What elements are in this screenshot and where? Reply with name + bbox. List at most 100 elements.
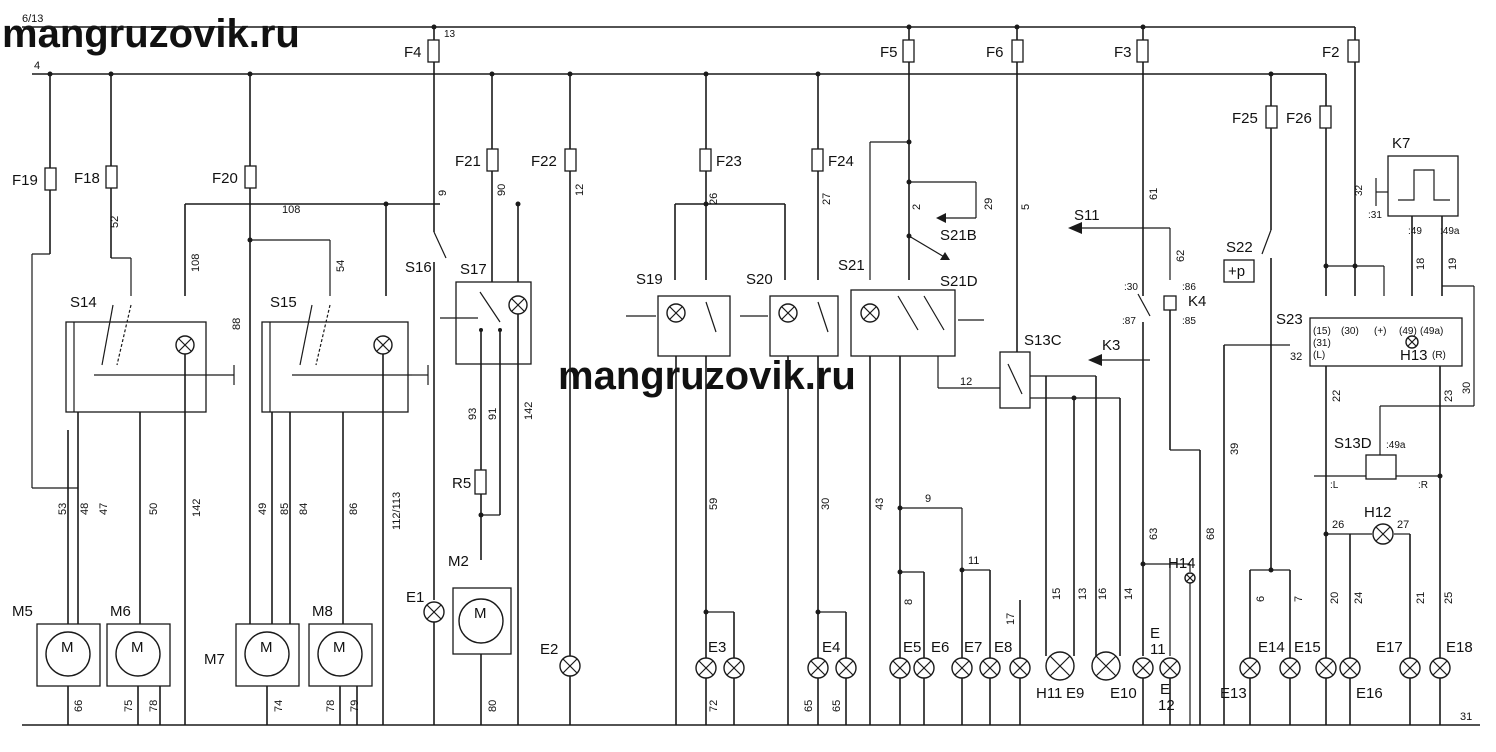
wire-24-label: 24 xyxy=(1353,592,1365,604)
fuse-f19-label: F19 xyxy=(12,172,38,189)
wire-68-label: 68 xyxy=(1205,528,1217,540)
wire-86-label: 86 xyxy=(348,503,360,515)
wire-62-label: 62 xyxy=(1175,250,1187,262)
wire-66-label: 66 xyxy=(73,700,85,712)
lighting-switch-s21: 2 29 S21B S21D S21 43 12 5 S13C xyxy=(838,27,1137,725)
resistor-r5 xyxy=(474,469,487,495)
wire-12-label-a: 12 xyxy=(574,184,586,196)
relay-k7-body xyxy=(1387,155,1459,217)
wire-78-label-a: 78 xyxy=(148,700,160,712)
e10-label: E10 xyxy=(1110,685,1137,702)
rail-label-ground: 31 xyxy=(1460,711,1472,723)
heater-fan-circuit: 9 S16 E1 90 S17 93 91 142 R5 M M2 80 xyxy=(405,27,535,725)
switch-s22-box xyxy=(1223,259,1255,283)
h13-pin-L: (L) xyxy=(1313,350,1325,361)
fuse-f2-label: F2 xyxy=(1322,44,1340,61)
wire-5-label: 5 xyxy=(1020,204,1032,210)
wire-32-label: 32 xyxy=(1290,351,1302,363)
wire-15-label: 15 xyxy=(1051,588,1063,600)
wire-9-label-a: 9 xyxy=(437,190,449,196)
supply-rails: 6/13 4 31 xyxy=(22,13,1480,726)
s23-label: S23 xyxy=(1276,311,1303,328)
wire-26-label-b: 26 xyxy=(1332,519,1344,531)
fuse-f22 xyxy=(564,148,577,172)
rail-label-second: 4 xyxy=(34,60,40,72)
s13c-label: S13C xyxy=(1024,332,1062,349)
e2-label: E2 xyxy=(540,641,558,658)
fuse-f20-label: F20 xyxy=(212,170,238,187)
wire-29-label: 29 xyxy=(983,198,995,210)
fuse-f21 xyxy=(486,148,499,172)
wire-52-label: 52 xyxy=(109,216,121,228)
s11-label: S11 xyxy=(1074,207,1100,224)
s13d-label: S13D xyxy=(1334,435,1372,452)
wire-85-label: 85 xyxy=(279,503,291,515)
fuse-f24-label: F24 xyxy=(828,153,854,170)
m2-letter: M xyxy=(474,605,487,622)
fuse-f23-label: F23 xyxy=(716,153,742,170)
k4-pin-30: :30 xyxy=(1124,282,1138,293)
h13-pin-15: (15) xyxy=(1313,326,1331,337)
wiper-circuit-s15: S15 108 88 54 49 85 84 86 112/113 M M7 M… xyxy=(204,74,429,725)
e6-label: E6 xyxy=(931,639,949,656)
wire-90-label: 90 xyxy=(496,184,508,196)
lamp-e2-circuit: 12 E2 xyxy=(540,74,586,725)
e16-label: E16 xyxy=(1356,685,1383,702)
rail-label-top: 6/13 xyxy=(22,13,43,25)
wire-27-label: 27 xyxy=(821,193,833,205)
switch-s13d-body xyxy=(1365,454,1397,480)
m8-letter: M xyxy=(333,639,346,656)
wire-75-label: 75 xyxy=(123,700,135,712)
h13-pin-plus: (+) xyxy=(1374,326,1387,337)
fuse-f20 xyxy=(244,165,257,189)
fuse-f3 xyxy=(1136,39,1149,63)
k4-pin-87: :87 xyxy=(1122,316,1136,327)
wire-49-label: 49 xyxy=(257,503,269,515)
e4-label: E4 xyxy=(822,639,840,656)
wire-30-label-a: 30 xyxy=(820,498,832,510)
wire-61-label: 61 xyxy=(1148,188,1160,200)
wire-59-label: 59 xyxy=(708,498,720,510)
e17-label: E17 xyxy=(1376,639,1403,656)
s13d-pin-49a: :49a xyxy=(1386,440,1406,451)
fuse-f26-label: F26 xyxy=(1286,110,1312,127)
switch-s17-body xyxy=(455,281,532,365)
h13-pin-49: (49) xyxy=(1399,326,1417,337)
fuse-f25 xyxy=(1265,105,1278,129)
s21b-label: S21B xyxy=(940,227,977,244)
s15-label: S15 xyxy=(270,294,297,311)
wire-23-label: 23 xyxy=(1443,390,1455,402)
e14-label: E14 xyxy=(1258,639,1285,656)
fuse-f6-label: F6 xyxy=(986,44,1004,61)
e9-label: E9 xyxy=(1066,685,1084,702)
switch-s21-body xyxy=(850,289,956,357)
k4-pin-86: :86 xyxy=(1182,282,1196,293)
s21-label: S21 xyxy=(838,257,865,274)
e7-label: E7 xyxy=(964,639,982,656)
e11-label-num: 11 xyxy=(1150,641,1166,658)
k7-pin-49a: :49a xyxy=(1440,226,1460,237)
h11-label: H11 xyxy=(1036,685,1062,702)
wire-47-label: 47 xyxy=(98,503,110,515)
wire-84-label: 84 xyxy=(298,503,310,515)
wire-93-label: 93 xyxy=(467,408,479,420)
h13-pin-30: (30) xyxy=(1341,326,1359,337)
s17-label: S17 xyxy=(460,261,487,278)
wire-74-label: 74 xyxy=(273,700,285,712)
wiper-circuit-s14: S14 52 108 53 48 47 50 142 M M5 M M6 66 … xyxy=(12,74,440,725)
fuse-f22-label: F22 xyxy=(531,153,557,170)
wire-108-label-a: 108 xyxy=(190,254,202,272)
wire-13-label-b: 13 xyxy=(1077,588,1089,600)
wire-8-label: 8 xyxy=(903,599,915,605)
s21d-label: S21D xyxy=(940,273,978,290)
e18-label: E18 xyxy=(1446,639,1473,656)
wire-43-label: 43 xyxy=(874,498,886,510)
k4-label: K4 xyxy=(1188,293,1206,310)
wire-27-label-b: 27 xyxy=(1397,519,1409,531)
wire-142-label-b: 142 xyxy=(523,402,535,420)
wire-9-label-b: 9 xyxy=(925,493,931,505)
fuse-f3-label: F3 xyxy=(1114,44,1132,61)
fuse-f23 xyxy=(699,148,712,172)
wire-142-label-a: 142 xyxy=(191,499,203,517)
wire-11-label: 11 xyxy=(968,555,979,567)
